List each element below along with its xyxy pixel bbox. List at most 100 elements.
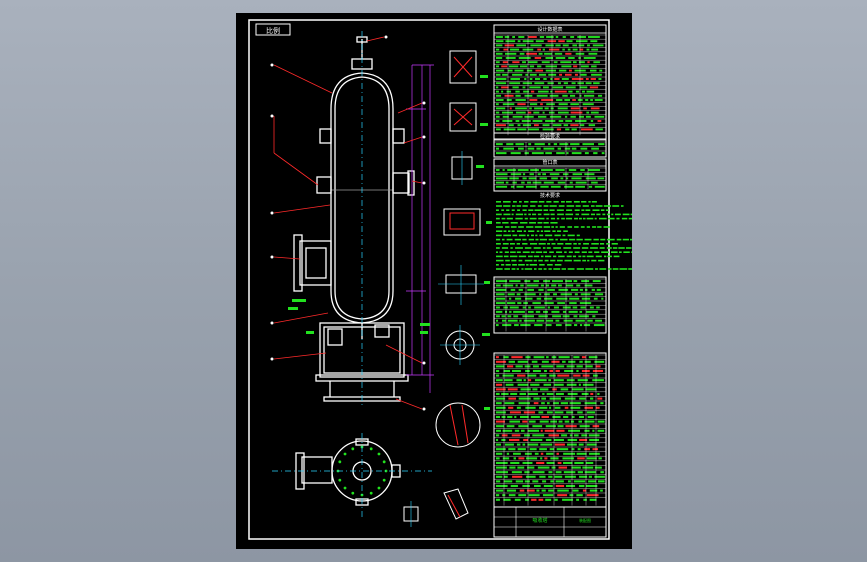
nozzles-title: 管口表	[542, 159, 557, 166]
parts-row-text	[539, 475, 546, 478]
tech-req-text	[524, 268, 533, 270]
design-row-text	[514, 69, 524, 72]
parts-row-text	[503, 356, 509, 359]
tech-req-text	[593, 238, 599, 241]
parts-row-text	[573, 374, 581, 377]
tech-req-text	[582, 217, 586, 220]
bolt-hole	[338, 460, 342, 464]
parts-row-text	[590, 397, 594, 400]
inspection-row-text	[503, 147, 515, 150]
design-row-text	[528, 61, 538, 64]
tech-req-text	[506, 217, 513, 220]
tech-req-text	[516, 243, 521, 245]
parts-row-text	[562, 498, 573, 501]
design-row-text	[496, 99, 504, 101]
nozzle-row-text	[560, 293, 572, 296]
parts-row-text	[496, 448, 506, 451]
design-row-text	[524, 78, 527, 80]
tech-req-text	[535, 238, 539, 241]
parts-row-text	[532, 480, 539, 483]
nozzle-row-text	[506, 302, 516, 305]
parts-row-text	[558, 420, 563, 423]
nozzle-upper-row-text	[569, 181, 573, 184]
nozzle-row-text	[524, 293, 536, 296]
design-row-text	[515, 99, 526, 101]
parts-row-text	[539, 406, 548, 409]
parts-row-text	[552, 388, 557, 391]
parts-row-text	[496, 360, 507, 363]
parts-row-text	[588, 475, 593, 478]
design-row-text	[538, 73, 547, 76]
tech-req-text	[505, 264, 511, 266]
design-row-text	[533, 111, 540, 114]
design-row-text	[503, 48, 509, 51]
bolt-hole	[382, 478, 386, 482]
tech-req-text	[569, 238, 576, 241]
tech-req-text	[534, 226, 543, 228]
parts-row-text	[501, 392, 509, 396]
tech-req-text	[526, 226, 534, 228]
parts-row-text	[503, 480, 513, 483]
parts-row-text	[505, 383, 514, 386]
design-row-text	[506, 99, 512, 101]
detail-views	[435, 50, 484, 520]
design-row-text	[579, 115, 584, 118]
nozzle-table-upper	[493, 158, 607, 192]
inspection-row-text	[534, 143, 545, 146]
tech-req-text	[591, 259, 597, 262]
parts-row-text	[560, 402, 569, 405]
parts-row-text	[584, 420, 595, 423]
nozzle-row-text	[514, 324, 519, 327]
parts-row-text	[584, 402, 597, 405]
parts-row-text	[577, 457, 585, 460]
parts-row-text	[589, 489, 598, 492]
tech-req-text	[511, 268, 516, 270]
bolt-hole	[343, 486, 347, 490]
nozzle-row-text	[557, 284, 562, 287]
tech-req-text	[508, 230, 511, 232]
tech-req-text	[607, 217, 615, 220]
parts-row-text	[581, 392, 589, 396]
design-row-text	[560, 61, 572, 64]
tech-req-text	[510, 251, 516, 253]
tech-req-text	[585, 209, 591, 211]
leader-lines	[273, 36, 423, 410]
detail-annotations	[476, 75, 492, 410]
parts-row-text	[571, 448, 575, 451]
design-row-text	[588, 52, 598, 55]
parts-row-text	[564, 406, 569, 409]
parts-row-text	[548, 471, 553, 474]
parts-row-text	[566, 411, 574, 414]
tech-req-text	[538, 268, 543, 270]
design-row-text	[534, 82, 545, 85]
tech-req-text	[556, 217, 560, 220]
parts-row-text	[542, 392, 545, 396]
tech-req-text	[496, 264, 499, 266]
nozzle-upper-row-text	[560, 177, 564, 180]
nozzle-row-text	[553, 306, 560, 309]
design-row-text	[496, 57, 503, 59]
design-row-text	[583, 94, 595, 97]
design-row-text	[566, 40, 573, 43]
parts-row-text	[518, 397, 531, 400]
design-row-text	[518, 57, 531, 59]
tech-req-text	[592, 209, 600, 211]
nozzle-row-text	[556, 297, 568, 300]
tech-req-text	[546, 247, 551, 249]
nozzle-row-text	[551, 310, 560, 313]
parts-row-text	[586, 443, 597, 446]
parts-row-text	[523, 379, 526, 382]
nozzle-upper-row-text	[528, 177, 537, 180]
parts-row-text	[529, 420, 536, 423]
drawing-sheet[interactable]: 比例	[236, 13, 632, 549]
nozzle-row-text	[507, 315, 512, 318]
tech-req-text	[555, 238, 558, 241]
tech-req-text	[496, 251, 499, 253]
tech-req-text	[515, 247, 523, 249]
parts-row-text	[598, 457, 602, 460]
nozzle-row-text	[580, 306, 586, 309]
tech-req-text	[544, 255, 552, 258]
tech-req-text	[543, 209, 549, 211]
parts-row-text	[496, 461, 508, 465]
